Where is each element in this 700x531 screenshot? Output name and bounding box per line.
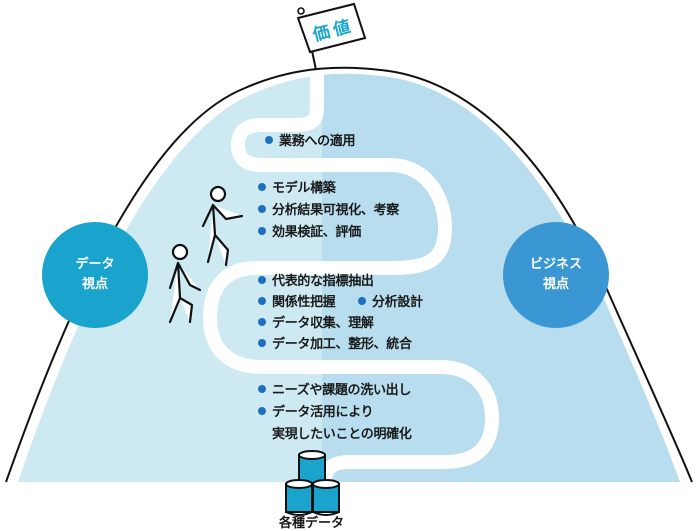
business-perspective-line2: 視点 <box>542 277 569 292</box>
business-perspective-badge: ビジネス 視点 <box>503 222 609 328</box>
bullet-icon <box>258 227 266 235</box>
bullet-icon <box>265 136 273 144</box>
database-cylinder-right <box>312 479 340 516</box>
stage-item: 分析設計 <box>358 295 423 311</box>
data-perspective-line1: データ <box>75 257 115 272</box>
data-perspective-badge: データ 視点 <box>42 222 148 328</box>
stage-item: 分析結果可視化、考察 <box>258 203 399 219</box>
stage-item: データ活用により <box>258 405 374 421</box>
bullet-icon <box>258 385 266 393</box>
database-cylinder-top <box>298 450 326 487</box>
database-icon <box>285 450 340 516</box>
database-cylinder-left <box>285 479 313 516</box>
bullet-icon <box>258 183 266 191</box>
bullet-icon <box>258 276 266 284</box>
bullet-icon <box>258 205 266 213</box>
data-perspective-line2: 視点 <box>81 277 108 292</box>
bullet-icon <box>258 297 266 305</box>
walking-person-icon <box>201 185 244 267</box>
stage-item: データ収集、理解 <box>258 316 374 332</box>
stage-item: モデル構築 <box>258 181 336 197</box>
stage-item-continuation: 実現したいことの明確化 <box>272 427 412 442</box>
stage-item: 業務への適用 <box>265 134 356 150</box>
stage-item: 効果検証、評価 <box>258 225 361 241</box>
stage-item: ニーズや課題の洗い出し <box>258 383 411 399</box>
stage-item: 代表的な指標抽出 <box>258 274 374 290</box>
business-perspective-line1: ビジネス <box>529 257 582 272</box>
bullet-icon <box>258 407 266 415</box>
data-sources-caption: 各種データ <box>279 516 345 531</box>
bullet-icon <box>258 318 266 326</box>
stage-item: 関係性把握 <box>258 295 336 311</box>
stage-item: データ加工、整形、統合 <box>258 337 412 353</box>
walking-person-icon <box>168 243 202 324</box>
bullet-icon <box>358 297 366 305</box>
winding-road <box>203 73 499 483</box>
bullet-icon <box>258 339 266 347</box>
flag-pole-knob <box>297 7 305 15</box>
flag <box>296 2 367 54</box>
